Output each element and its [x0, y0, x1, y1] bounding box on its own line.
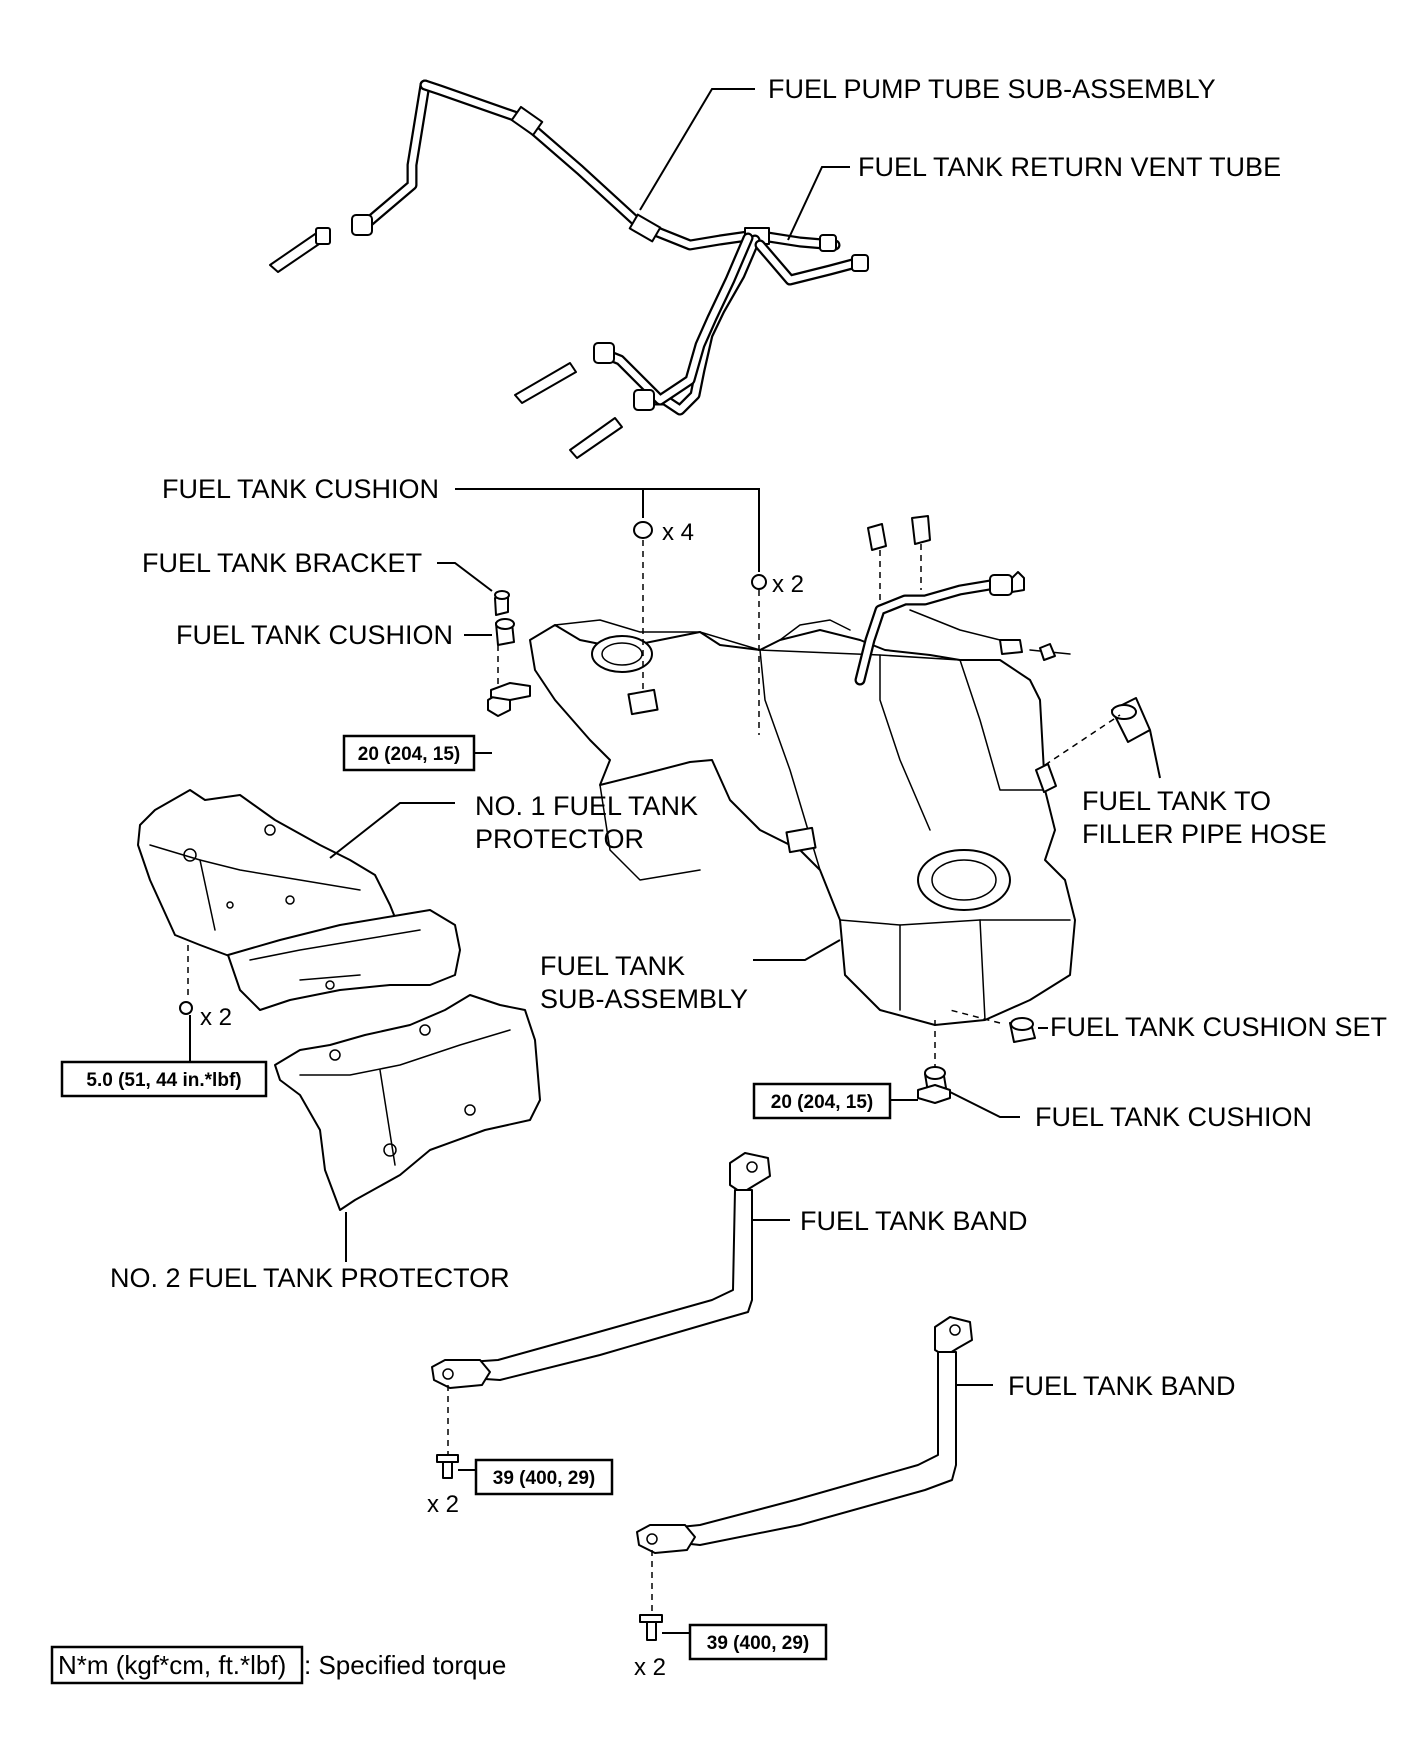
legend-unit: N*m (kgf*cm, ft.*lbf) — [58, 1650, 286, 1680]
label-cushion-top: FUEL TANK CUSHION — [162, 474, 439, 504]
torque-box-bracket — [342, 734, 476, 772]
torque-box-protector — [60, 1060, 268, 1098]
band-1-drawing — [431, 1152, 790, 1479]
bottom-cushions — [917, 1009, 1048, 1118]
label-band-1: FUEL TANK BAND — [800, 1206, 1028, 1236]
qty-cushion-x4: x 4 — [662, 519, 694, 546]
label-return-vent-tube: FUEL TANK RETURN VENT TUBE — [858, 152, 1281, 182]
label-protector-1b: PROTECTOR — [475, 824, 644, 854]
label-protector-1a: NO. 1 FUEL TANK — [475, 791, 698, 821]
protector-1-drawing — [137, 789, 461, 1011]
torque-box-band-1 — [474, 1458, 614, 1496]
return-vent-tube-drawing — [514, 232, 869, 459]
left-bracket-group — [437, 562, 531, 717]
label-tank-1: FUEL TANK — [540, 951, 685, 981]
label-fuel-pump-tube: FUEL PUMP TUBE SUB-ASSEMBLY — [768, 74, 1216, 104]
fuel-pump-tube-leader — [639, 88, 755, 211]
legend-unit-box — [50, 1645, 304, 1685]
label-tank-2: SUB-ASSEMBLY — [540, 984, 748, 1014]
filler-pipe-hose-drawing — [1035, 697, 1161, 793]
label-cushion-bottom: FUEL TANK CUSHION — [1035, 1102, 1312, 1132]
torque-bracket-bolt: 20 (204, 15) — [358, 744, 460, 765]
torque-cushion-bolt: 20 (204, 15) — [771, 1092, 873, 1113]
qty-band-1-x2: x 2 — [427, 1491, 459, 1518]
label-cushion-set: FUEL TANK CUSHION SET — [1050, 1012, 1387, 1042]
qty-cushion-x2: x 2 — [772, 571, 804, 598]
torque-box-cushion — [752, 1082, 892, 1120]
label-band-2: FUEL TANK BAND — [1008, 1371, 1236, 1401]
fuel-pump-tube-drawing — [269, 79, 841, 273]
return-vent-tube-leader — [787, 166, 850, 241]
tank-top-lines — [854, 515, 1071, 686]
qty-protector-x2: x 2 — [200, 1004, 232, 1031]
legend-description: : Specified torque — [304, 1650, 506, 1680]
torque-band-2-bolt: 39 (400, 29) — [707, 1633, 809, 1654]
torque-box-band-2 — [688, 1623, 828, 1661]
label-filler-hose-1: FUEL TANK TO — [1082, 786, 1271, 816]
fuel-tank-drawing — [529, 619, 1076, 1026]
label-filler-hose-2: FILLER PIPE HOSE — [1082, 819, 1327, 849]
protector-2-drawing — [274, 994, 541, 1211]
label-protector-2: NO. 2 FUEL TANK PROTECTOR — [110, 1263, 510, 1293]
band-2-drawing — [636, 1316, 993, 1641]
top-cushions — [455, 488, 767, 735]
label-bracket: FUEL TANK BRACKET — [142, 548, 422, 578]
torque-band-1-bolt: 39 (400, 29) — [493, 1468, 595, 1489]
protector-1-leader — [329, 802, 455, 859]
tank-leader — [753, 939, 841, 961]
label-cushion-left: FUEL TANK CUSHION — [176, 620, 453, 650]
qty-band-2-x2: x 2 — [634, 1654, 666, 1681]
torque-protector-nut: 5.0 (51, 44 in.*lbf) — [86, 1070, 241, 1091]
